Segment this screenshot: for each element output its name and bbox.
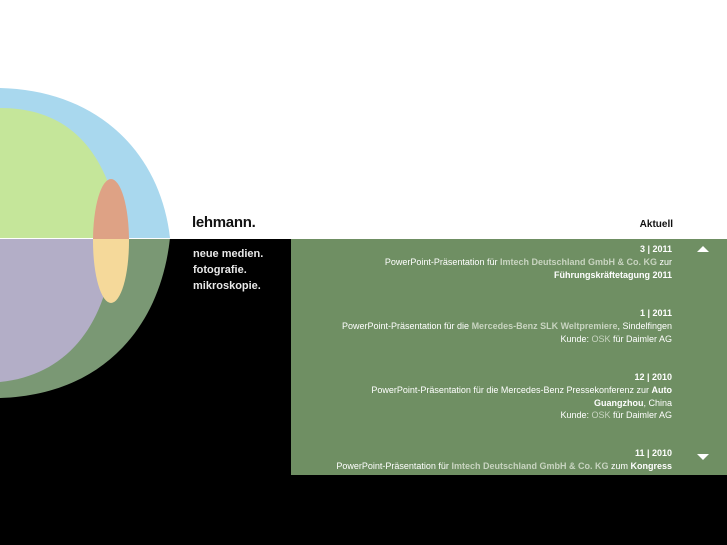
scroll-down-icon[interactable] <box>697 454 709 460</box>
news-item[interactable]: 12 | 2010 PowerPoint-Präsentation für di… <box>371 371 672 422</box>
news-text: Kunde: <box>560 410 592 421</box>
news-date: 3 | 2011 <box>639 244 672 254</box>
scroll-up-icon[interactable] <box>697 246 709 252</box>
osk-link[interactable]: OSK <box>591 410 611 421</box>
news-text: für Daimler AG <box>610 410 672 421</box>
tagline-line: fotografie. <box>193 264 247 276</box>
news-text: PowerPoint-Präsentation für <box>336 460 452 471</box>
client-highlight[interactable]: Mercedes-Benz SLK Weltpremiere <box>471 320 618 331</box>
news-date: 11 | 2010 <box>634 448 672 458</box>
brand-logo-text[interactable]: lehmann. <box>192 214 256 231</box>
event-name: Kongress <box>630 460 672 471</box>
news-text: , Sindelfingen <box>617 320 672 331</box>
news-panel: 3 | 2011 PowerPoint-Präsentation für Imt… <box>291 239 727 475</box>
news-date: 12 | 2010 <box>634 372 672 382</box>
news-text: für Daimler AG <box>610 333 672 344</box>
osk-link[interactable]: OSK <box>591 333 611 344</box>
news-text: Kunde: <box>560 333 592 344</box>
news-text: , China <box>643 397 672 408</box>
news-item[interactable]: 3 | 2011 PowerPoint-Präsentation für Imt… <box>385 243 672 281</box>
brand-tagline: neue medien. fotografie. mikroskopie. <box>193 246 263 294</box>
news-item[interactable]: 11 | 2010 PowerPoint-Präsentation für Im… <box>336 447 672 473</box>
news-date: 1 | 2011 <box>639 308 672 318</box>
news-text: PowerPoint-Präsentation für die Mercedes… <box>371 384 652 395</box>
news-text: zum <box>608 460 631 471</box>
tagline-line: neue medien. <box>193 248 264 260</box>
section-title-aktuell: Aktuell <box>639 219 673 230</box>
news-text: PowerPoint-Präsentation für die <box>341 320 472 331</box>
eye-logo-graphic <box>0 88 170 398</box>
tagline-line: mikroskopie. <box>193 280 261 292</box>
event-name: Auto <box>651 384 673 395</box>
news-text: zur <box>656 256 672 267</box>
client-highlight[interactable]: Imtech Deutschland GmbH & Co. KG <box>451 460 609 471</box>
event-name: Führungskräftetagung 2011 <box>553 269 672 280</box>
news-text: PowerPoint-Präsentation für <box>384 256 500 267</box>
news-item[interactable]: 1 | 2011 PowerPoint-Präsentation für die… <box>342 307 672 345</box>
client-highlight[interactable]: Imtech Deutschland GmbH & Co. KG <box>499 256 657 267</box>
event-name: Guangzhou <box>593 397 644 408</box>
